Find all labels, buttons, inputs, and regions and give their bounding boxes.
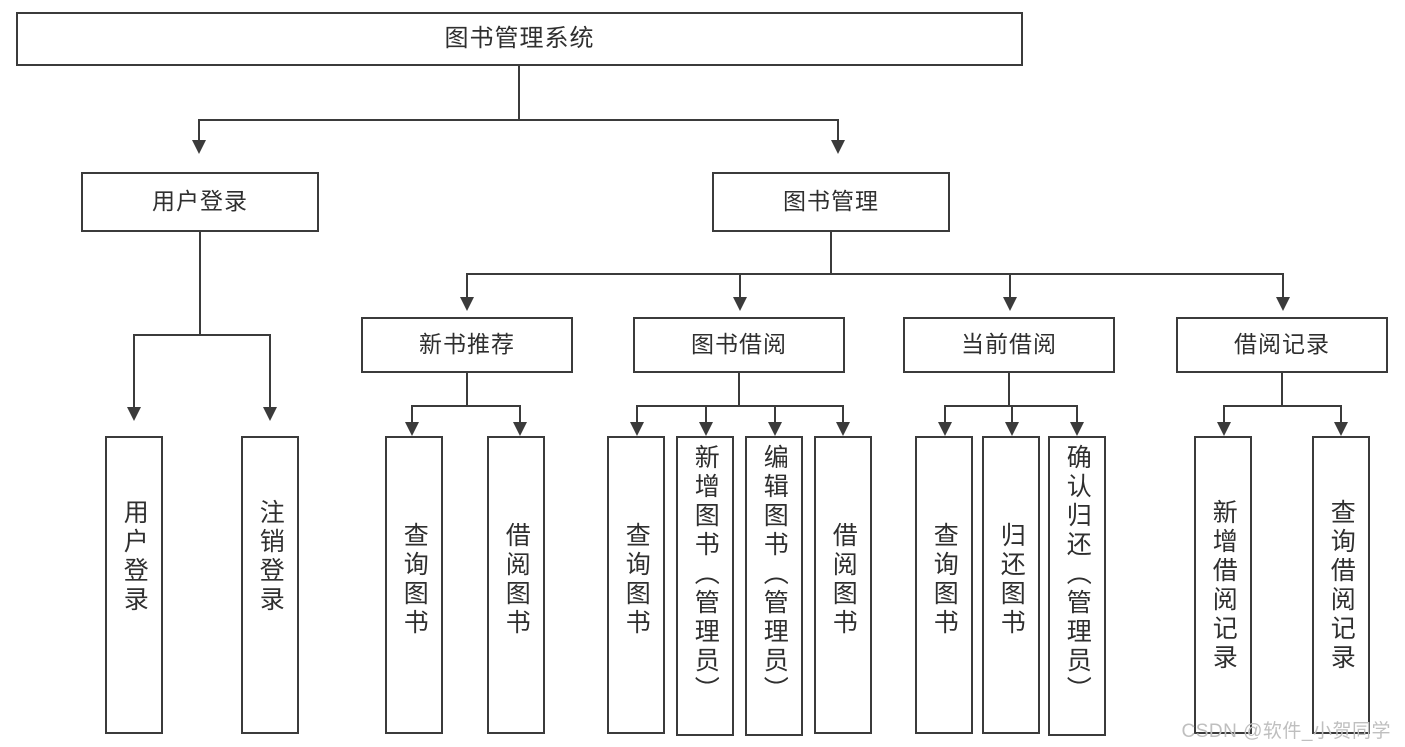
leaf-user-login[interactable]: 用户登录 — [105, 436, 163, 734]
arrow-to-borrow-book-2 — [836, 422, 850, 436]
arrow-to-confirm-return — [1070, 422, 1084, 436]
arrow-to-borrow-record — [1276, 297, 1290, 311]
leaf-logout[interactable]: 注销登录 — [241, 436, 299, 734]
node-current-borrow[interactable]: 当前借阅 — [903, 317, 1115, 373]
connector-record-drop-2 — [1340, 405, 1342, 423]
connector-user-login-bar — [133, 334, 271, 336]
node-label: 注销登录 — [256, 499, 285, 615]
connector-current-drop-3 — [1076, 405, 1078, 423]
leaf-return-book[interactable]: 归还图书 — [982, 436, 1040, 734]
arrow-to-query-book-2 — [630, 422, 644, 436]
node-label: 归还图书 — [997, 522, 1026, 638]
connector-recommend-drop-1 — [411, 405, 413, 423]
node-book-borrow[interactable]: 图书借阅 — [633, 317, 845, 373]
node-label: 图书管理系统 — [444, 24, 595, 52]
connector-record-drop-1 — [1223, 405, 1225, 423]
arrow-to-user-login-leaf — [127, 407, 141, 421]
node-label: 新书推荐 — [419, 331, 515, 358]
connector-book-mgmt-drop-4 — [1282, 273, 1284, 298]
node-label: 查询图书 — [930, 522, 959, 638]
node-root-book-management-system[interactable]: 图书管理系统 — [16, 12, 1023, 66]
arrow-to-user-login — [192, 140, 206, 154]
connector-root-bar — [198, 119, 839, 121]
connector-borrow-drop-3 — [774, 405, 776, 423]
node-label: 图书管理 — [783, 188, 879, 215]
arrow-to-current-borrow — [1003, 297, 1017, 311]
node-label: 查询图书 — [622, 522, 651, 638]
arrow-to-book-management — [831, 140, 845, 154]
node-label: 新增图书（管理员） — [691, 444, 720, 705]
connector-recommend-stem — [466, 373, 468, 406]
leaf-query-borrow-record[interactable]: 查询借阅记录 — [1312, 436, 1370, 734]
node-label: 图书借阅 — [691, 331, 787, 358]
node-new-book-recommend[interactable]: 新书推荐 — [361, 317, 573, 373]
leaf-query-book-current[interactable]: 查询图书 — [915, 436, 973, 734]
arrow-to-edit-book — [768, 422, 782, 436]
arrow-to-query-borrow-record — [1334, 422, 1348, 436]
node-label: 用户登录 — [120, 499, 149, 615]
connector-book-mgmt-stem — [830, 232, 832, 274]
connector-current-stem — [1008, 373, 1010, 406]
arrow-to-add-borrow-record — [1217, 422, 1231, 436]
connector-borrow-drop-1 — [636, 405, 638, 423]
connector-user-login-stem — [199, 232, 201, 335]
node-label: 查询图书 — [400, 522, 429, 638]
node-label: 用户登录 — [152, 188, 248, 215]
node-label: 借阅图书 — [502, 522, 531, 638]
connector-borrow-drop-4 — [842, 405, 844, 423]
csdn-watermark: CSDN @软件_小贺同学 — [1181, 721, 1391, 742]
leaf-borrow-book[interactable]: 借阅图书 — [814, 436, 872, 734]
node-label: 借阅图书 — [829, 522, 858, 638]
connector-user-login-drop-2 — [269, 334, 271, 408]
node-borrow-record[interactable]: 借阅记录 — [1176, 317, 1388, 373]
node-label: 查询借阅记录 — [1327, 499, 1356, 673]
connector-current-drop-1 — [944, 405, 946, 423]
node-label: 借阅记录 — [1234, 331, 1330, 358]
leaf-borrow-book-recommend[interactable]: 借阅图书 — [487, 436, 545, 734]
arrow-to-borrow-book-1 — [513, 422, 527, 436]
connector-borrow-stem — [738, 373, 740, 406]
connector-borrow-bar — [636, 405, 844, 407]
node-label: 当前借阅 — [961, 331, 1057, 358]
arrow-to-add-book — [699, 422, 713, 436]
leaf-edit-book-admin[interactable]: 编辑图书（管理员） — [745, 436, 803, 736]
connector-recommend-bar — [411, 405, 521, 407]
arrow-to-logout-leaf — [263, 407, 277, 421]
arrow-to-book-borrow — [733, 297, 747, 311]
connector-user-login-drop-1 — [133, 334, 135, 408]
leaf-query-book-recommend[interactable]: 查询图书 — [385, 436, 443, 734]
leaf-add-book-admin[interactable]: 新增图书（管理员） — [676, 436, 734, 736]
connector-record-bar — [1223, 405, 1342, 407]
connector-book-mgmt-drop-2 — [739, 273, 741, 298]
node-label: 编辑图书（管理员） — [760, 444, 789, 705]
leaf-add-borrow-record[interactable]: 新增借阅记录 — [1194, 436, 1252, 734]
connector-current-drop-2 — [1011, 405, 1013, 423]
node-label: 新增借阅记录 — [1209, 499, 1238, 673]
node-user-login[interactable]: 用户登录 — [81, 172, 319, 232]
arrow-to-return-book — [1005, 422, 1019, 436]
connector-root-right-drop — [837, 119, 839, 141]
connector-root-left-drop — [198, 119, 200, 141]
arrow-to-query-book-3 — [938, 422, 952, 436]
connector-recommend-drop-2 — [519, 405, 521, 423]
node-book-management[interactable]: 图书管理 — [712, 172, 950, 232]
node-label: 确认归还（管理员） — [1063, 444, 1092, 705]
connector-book-mgmt-drop-1 — [466, 273, 468, 298]
leaf-query-book-borrow[interactable]: 查询图书 — [607, 436, 665, 734]
connector-borrow-drop-2 — [705, 405, 707, 423]
arrow-to-new-book-recommend — [460, 297, 474, 311]
leaf-confirm-return-admin[interactable]: 确认归还（管理员） — [1048, 436, 1106, 736]
connector-book-mgmt-drop-3 — [1009, 273, 1011, 298]
connector-book-mgmt-bar — [466, 273, 1284, 275]
connector-root-stem — [518, 66, 520, 120]
connector-record-stem — [1281, 373, 1283, 406]
arrow-to-query-book-1 — [405, 422, 419, 436]
